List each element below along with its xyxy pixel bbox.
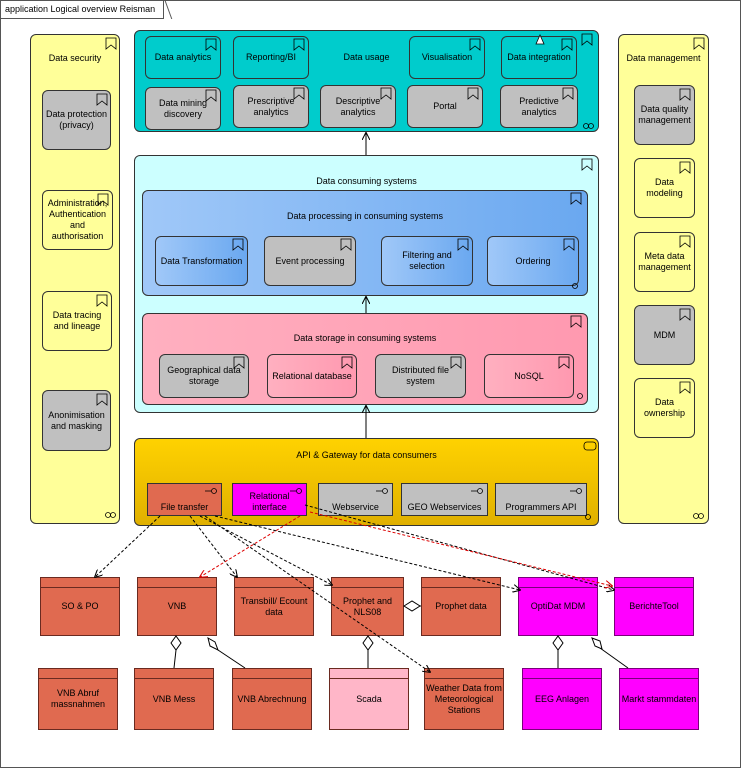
data-integration-box[interactable]: Data integration xyxy=(501,36,577,79)
webservice-box[interactable]: Webservice xyxy=(318,483,393,516)
prescriptive-label: Prescriptive analytics xyxy=(247,95,295,117)
entity-prophet-data-label: Prophet data xyxy=(435,601,487,611)
prescriptive-box[interactable]: Prescriptive analytics xyxy=(233,85,309,128)
webservice-label: Webservice xyxy=(332,502,379,512)
processing-title: Data processing in consuming systems xyxy=(286,211,444,221)
reporting-bi-box[interactable]: Reporting/BI xyxy=(233,36,309,79)
administration-label: Administration, Authentication and autho… xyxy=(47,198,108,241)
data-mining-label: Data mining discovery xyxy=(158,97,208,119)
api-gateway-title: API & Gateway for data consumers xyxy=(296,450,437,460)
data-quality-label: Data quality management xyxy=(638,104,691,125)
entity-weather-data[interactable]: Weather Data from Meteorological Station… xyxy=(424,668,504,730)
data-mining-box[interactable]: Data mining discovery xyxy=(145,87,221,130)
data-tracing-label: Data tracing and lineage xyxy=(52,310,102,331)
portal-box[interactable]: Portal xyxy=(407,85,483,128)
anonimisation-box[interactable]: Anonimisation and masking xyxy=(42,390,111,451)
filtering-selection-box[interactable]: Filtering and selection xyxy=(381,236,473,286)
data-usage-title: Data usage xyxy=(343,52,390,62)
data-tracing-box[interactable]: Data tracing and lineage xyxy=(42,291,112,351)
filtering-selection-label: Filtering and selection xyxy=(402,250,452,271)
data-security-title: Data security xyxy=(48,53,102,63)
data-protection-box[interactable]: Data protection (privacy) xyxy=(42,90,111,150)
storage-title: Data storage in consuming systems xyxy=(293,333,437,343)
entity-optidat-mdm[interactable]: OptiDat MDM xyxy=(518,577,598,636)
entity-weather-data-label: Weather Data from Meteorological Station… xyxy=(426,682,502,715)
entity-vnb[interactable]: VNB xyxy=(137,577,217,636)
entity-vnb-mess[interactable]: VNB Mess xyxy=(134,668,214,730)
meta-data-box[interactable]: Meta data management xyxy=(634,232,695,292)
entity-transbill[interactable]: Transbill/ Ecount data xyxy=(234,577,314,636)
relational-database-label: Relational database xyxy=(272,370,352,381)
entity-scada-label: Scada xyxy=(356,693,382,704)
meta-data-label: Meta data management xyxy=(638,251,691,272)
entity-prophet-nls08[interactable]: Prophet and NLS08 xyxy=(331,577,404,636)
entity-vnb-label: VNB xyxy=(167,601,187,611)
entity-vnb-abrechnung-label: VNB Abrechnung xyxy=(237,693,307,704)
entity-eeg-anlagen[interactable]: EEG Anlagen xyxy=(522,668,602,730)
visualisation-label: Visualisation xyxy=(421,52,473,62)
entity-markt-stammdaten[interactable]: Markt stammdaten xyxy=(619,668,699,730)
data-ownership-box[interactable]: Data ownership xyxy=(634,378,695,438)
entity-berichtetool[interactable]: BerichteTool xyxy=(614,577,694,636)
data-modeling-label: Data modeling xyxy=(646,177,683,198)
entity-prophet-data[interactable]: Prophet data xyxy=(421,577,501,636)
entity-scada[interactable]: Scada xyxy=(329,668,409,730)
data-analytics-label: Data analytics xyxy=(154,52,212,62)
entity-vnb-mess-label: VNB Mess xyxy=(152,693,196,704)
geo-webservices-box[interactable]: GEO Webservices xyxy=(401,483,488,516)
programmers-api-label: Programmers API xyxy=(505,502,577,512)
mdm-label: MDM xyxy=(653,329,676,340)
event-processing-box[interactable]: Event processing xyxy=(264,236,356,286)
entity-so-po-label: SO & PO xyxy=(61,601,99,611)
nosql-label: NoSQL xyxy=(514,370,544,381)
entity-vnb-abruf[interactable]: VNB Abruf massnahmen xyxy=(38,668,118,730)
entity-prophet-nls08-label: Prophet and NLS08 xyxy=(342,595,393,617)
geographical-storage-label: Geographical data storage xyxy=(167,365,241,386)
relational-interface-box[interactable]: Relational interface xyxy=(232,483,307,516)
portal-label: Portal xyxy=(433,101,457,111)
reporting-bi-label: Reporting/BI xyxy=(245,52,297,62)
ordering-box[interactable]: Ordering xyxy=(487,236,579,286)
entity-vnb-abruf-label: VNB Abruf massnahmen xyxy=(50,688,106,709)
entity-markt-stammdaten-label: Markt stammdaten xyxy=(621,693,697,704)
visualisation-box[interactable]: Visualisation xyxy=(409,36,485,79)
relational-interface-label: Relational interface xyxy=(249,491,290,512)
entity-vnb-abrechnung[interactable]: VNB Abrechnung xyxy=(232,668,312,730)
predictive-label: Predictive analytics xyxy=(519,95,559,117)
file-transfer-box[interactable]: File transfer xyxy=(147,483,222,516)
programmers-api-box[interactable]: Programmers API xyxy=(495,483,587,516)
predictive-box[interactable]: Predictive analytics xyxy=(500,85,578,128)
entity-transbill-label: Transbill/ Ecount data xyxy=(240,595,308,617)
descriptive-box[interactable]: Descriptive analytics xyxy=(320,85,396,128)
entity-eeg-anlagen-label: EEG Anlagen xyxy=(534,693,590,704)
entity-so-po[interactable]: SO & PO xyxy=(40,577,120,636)
geographical-storage-box[interactable]: Geographical data storage xyxy=(159,354,249,398)
data-ownership-label: Data ownership xyxy=(643,397,686,418)
relational-database-box[interactable]: Relational database xyxy=(267,354,357,398)
mdm-box[interactable]: MDM xyxy=(634,305,695,365)
data-protection-label: Data protection (privacy) xyxy=(45,109,108,130)
data-integration-label: Data integration xyxy=(507,52,571,62)
administration-box[interactable]: Administration, Authentication and autho… xyxy=(42,190,113,250)
entity-berichtetool-label: BerichteTool xyxy=(629,601,679,611)
data-transformation-box[interactable]: Data Transformation xyxy=(155,236,248,286)
event-processing-label: Event processing xyxy=(275,255,345,266)
data-management-title: Data management xyxy=(626,53,701,63)
ordering-label: Ordering xyxy=(515,255,551,266)
data-transformation-label: Data Transformation xyxy=(160,255,243,266)
data-modeling-box[interactable]: Data modeling xyxy=(634,158,695,218)
data-quality-box[interactable]: Data quality management xyxy=(634,85,695,145)
geo-webservices-label: GEO Webservices xyxy=(407,502,482,512)
consuming-systems-title: Data consuming systems xyxy=(316,176,417,186)
entity-optidat-mdm-label: OptiDat MDM xyxy=(530,601,586,611)
nosql-box[interactable]: NoSQL xyxy=(484,354,574,398)
data-analytics-box[interactable]: Data analytics xyxy=(145,36,221,79)
file-transfer-label: File transfer xyxy=(160,502,209,512)
distributed-fs-box[interactable]: Distributed file system xyxy=(375,354,466,398)
frame-title: application Logical overview Reisman xyxy=(1,1,165,19)
distributed-fs-label: Distributed file system xyxy=(391,365,450,386)
anonimisation-label: Anonimisation and masking xyxy=(48,409,105,431)
descriptive-label: Descriptive analytics xyxy=(335,95,381,117)
